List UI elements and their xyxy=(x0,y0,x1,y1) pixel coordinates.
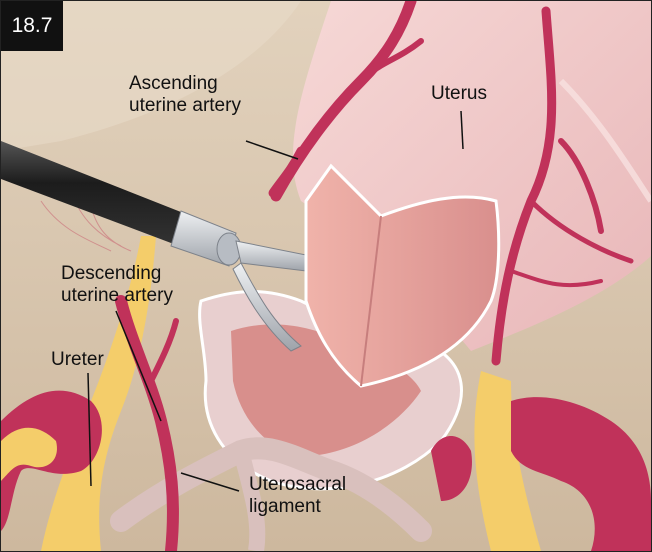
label-line: Uterosacral xyxy=(249,474,346,496)
label-descending-uterine-artery: Descending uterine artery xyxy=(61,263,173,307)
label-line: uterine artery xyxy=(61,285,173,307)
label-uterus: Uterus xyxy=(431,83,487,105)
label-line: Descending xyxy=(61,263,173,285)
label-line: ligament xyxy=(249,496,346,518)
label-uterosacral-ligament: Uterosacral ligament xyxy=(249,474,346,518)
figure-number-badge: 18.7 xyxy=(1,1,63,51)
label-line: uterine artery xyxy=(129,95,241,117)
figure-number: 18.7 xyxy=(12,14,53,38)
label-ureter: Ureter xyxy=(51,349,104,371)
label-line: Ascending xyxy=(129,73,241,95)
label-ascending-uterine-artery: Ascending uterine artery xyxy=(129,73,241,117)
